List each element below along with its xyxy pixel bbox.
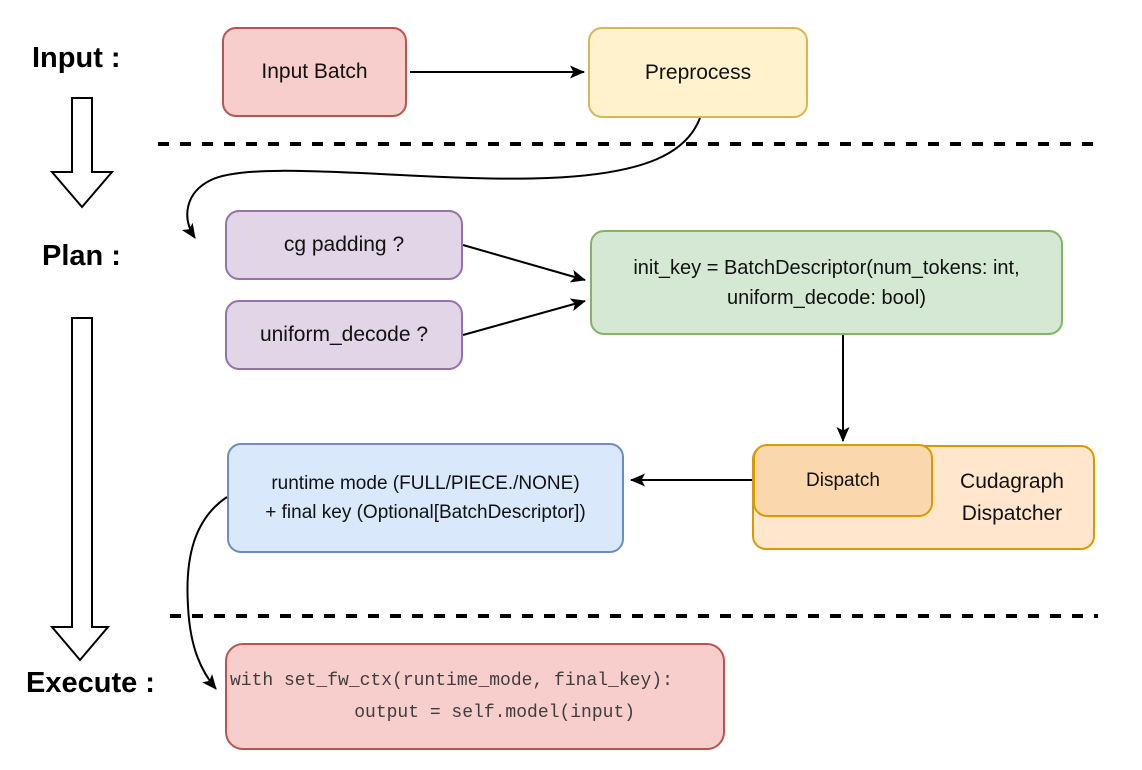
node-runtime-mode-line2: + final key (Optional[BatchDescriptor]) [265,502,586,523]
node-dispatch-label: Dispatch [806,469,880,491]
node-init-key-line2: uniform_decode: bool) [726,286,926,309]
node-cudagraph-dispatcher-label: Cudagraph Dispatcher [931,447,1093,548]
stage-label-execute: Execute : [26,667,155,699]
node-dispatch: Dispatch [753,444,933,517]
node-runtime-mode-line1: runtime mode (FULL/PIECE./NONE) [271,473,580,494]
node-init-key: init_key = BatchDescriptor(num_tokens: i… [590,230,1063,335]
stage-arrow-input-to-plan-icon [49,97,115,209]
node-cg-padding-label: cg padding ? [283,233,405,256]
node-preprocess: Preprocess [588,27,808,118]
node-uniform-decode: uniform_decode ? [225,300,463,370]
node-cudagraph-dispatcher-line2: Dispatcher [961,501,1063,525]
node-cg-padding: cg padding ? [225,210,463,280]
node-cudagraph-dispatcher-line1: Cudagraph [960,469,1064,493]
node-uniform-decode-label: uniform_decode ? [259,323,429,346]
stage-arrow-plan-to-execute-icon [49,317,111,662]
execute-code-text: with set_fw_ctx(runtime_mode, final_key)… [230,671,673,723]
node-input-batch: Input Batch [222,27,407,117]
edge-uniform-decode-to-init-key [462,298,586,336]
stage-label-plan: Plan : [42,240,121,272]
node-input-batch-label: Input Batch [261,60,368,83]
stage-label-input: Input : [32,42,121,74]
node-runtime-mode: runtime mode (FULL/PIECE./NONE) + final … [227,443,624,553]
node-preprocess-label: Preprocess [644,60,752,84]
node-init-key-line1: init_key = BatchDescriptor(num_tokens: i… [633,256,1020,279]
node-execute-code: with set_fw_ctx(runtime_mode, final_key)… [225,643,725,750]
edge-cg-padding-to-init-key [462,244,586,283]
edge-runtime-mode-to-execute-code [186,496,228,690]
